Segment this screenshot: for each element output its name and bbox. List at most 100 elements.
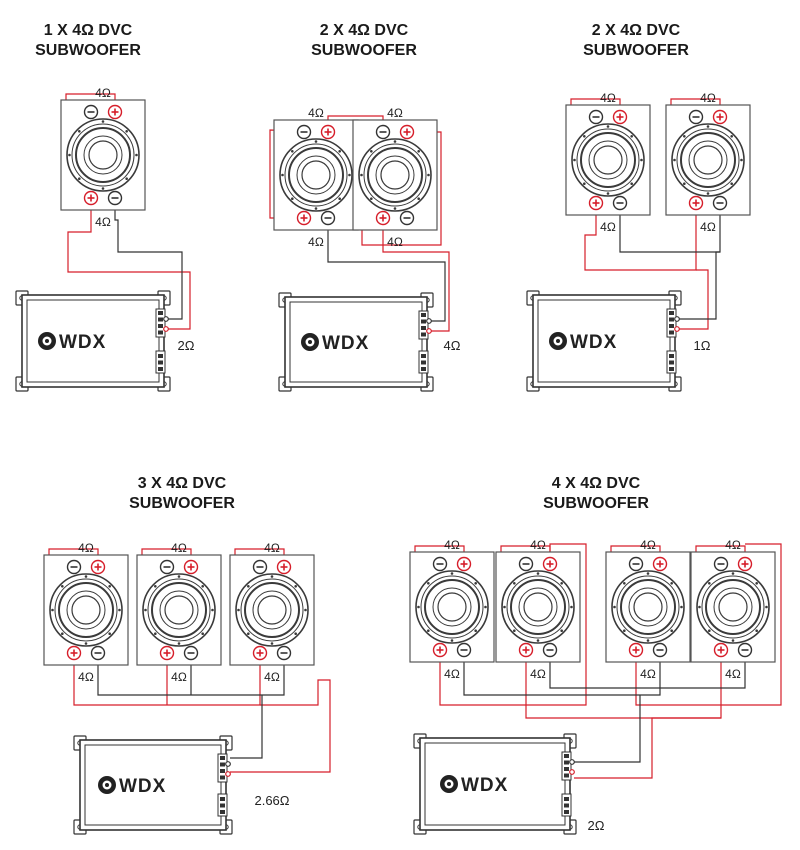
wdx-logo-icon <box>301 333 319 351</box>
load-impedance: 2Ω <box>178 338 195 353</box>
coil-impedance-top: 4Ω <box>640 538 656 552</box>
plus-terminal-icon <box>712 109 728 125</box>
minus-terminal-icon <box>252 559 268 575</box>
plus-terminal-icon <box>375 210 391 226</box>
negative-wire <box>114 205 183 320</box>
coil-impedance-bottom: 4Ω <box>78 670 94 684</box>
subwoofer-speaker <box>358 138 432 212</box>
minus-terminal-icon <box>688 109 704 125</box>
minus-terminal-icon <box>276 645 292 661</box>
plus-terminal-icon <box>399 124 415 140</box>
minus-terminal-icon <box>183 645 199 661</box>
plus-terminal-icon <box>183 559 199 575</box>
load-impedance: 4Ω <box>444 338 461 353</box>
panel-subtitle: SUBWOOFER <box>583 42 689 59</box>
minus-terminal-icon <box>399 210 415 226</box>
plus-terminal-icon <box>628 642 644 658</box>
panel-title-line1: 1 X 4Ω DVC <box>44 22 133 39</box>
coil-impedance-top: 4Ω <box>387 106 403 120</box>
series-link <box>439 543 587 706</box>
minus-terminal-icon <box>628 556 644 572</box>
plus-terminal-icon <box>320 124 336 140</box>
coil-impedance-top: 4Ω <box>171 541 187 555</box>
minus-terminal-icon <box>107 190 123 206</box>
subwoofer-speaker <box>501 570 575 644</box>
coil-impedance-top: 4Ω <box>264 541 280 555</box>
plus-terminal-icon <box>90 559 106 575</box>
parallel-negative <box>619 210 721 253</box>
panel-title-line1: 4 X 4Ω DVC <box>552 475 641 492</box>
amplifier-brand: WDX <box>59 332 106 353</box>
minus-terminal-icon <box>83 104 99 120</box>
coil-impedance-bottom: 4Ω <box>725 667 741 681</box>
coil-impedance-top: 4Ω <box>308 106 324 120</box>
minus-terminal-icon <box>542 642 558 658</box>
negative-wire <box>574 695 641 763</box>
wdx-logo-icon <box>98 776 116 794</box>
plus-terminal-icon <box>159 645 175 661</box>
coil-impedance-bottom: 4Ω <box>171 670 187 684</box>
wdx-logo-icon <box>440 775 458 793</box>
coil-impedance-top: 4Ω <box>600 91 616 105</box>
panel-title-line1: 3 X 4Ω DVC <box>138 475 227 492</box>
positive-wire <box>67 205 191 330</box>
positive-wire <box>230 679 331 773</box>
plus-terminal-icon <box>652 556 668 572</box>
amplifier <box>278 292 434 392</box>
positive-wire <box>574 717 721 779</box>
coil-impedance-bottom: 4Ω <box>264 670 280 684</box>
coil-impedance-bottom: 4Ω <box>640 667 656 681</box>
negative-wire <box>327 225 446 322</box>
plus-terminal-icon <box>737 556 753 572</box>
plus-terminal-icon <box>83 190 99 206</box>
minus-terminal-icon <box>518 556 534 572</box>
minus-terminal-icon <box>375 124 391 140</box>
wdx-logo-icon <box>38 332 56 350</box>
coil-impedance-bottom: 4Ω <box>308 235 324 249</box>
subwoofer-speaker <box>235 573 309 647</box>
amplifier <box>526 290 682 392</box>
negative-wire <box>230 695 263 759</box>
load-impedance: 1Ω <box>694 338 711 353</box>
coil-impedance-bottom: 4Ω <box>700 220 716 234</box>
plus-terminal-icon <box>296 210 312 226</box>
amplifier-brand: WDX <box>461 775 508 796</box>
minus-terminal-icon <box>456 642 472 658</box>
panel-title-line1: 2 X 4Ω DVC <box>320 22 409 39</box>
minus-terminal-icon <box>66 559 82 575</box>
minus-terminal-icon <box>432 556 448 572</box>
amplifier <box>73 735 233 835</box>
plus-terminal-icon <box>252 645 268 661</box>
coil-impedance-bottom: 4Ω <box>600 220 616 234</box>
minus-terminal-icon <box>652 642 668 658</box>
plus-terminal-icon <box>432 642 448 658</box>
minus-terminal-icon <box>159 559 175 575</box>
plus-terminal-icon <box>66 645 82 661</box>
minus-terminal-icon <box>296 124 312 140</box>
plus-terminal-icon <box>588 195 604 211</box>
minus-terminal-icon <box>713 556 729 572</box>
series-link <box>635 543 782 706</box>
coil-impedance-top: 4Ω <box>78 541 94 555</box>
coil-impedance-top: 4Ω <box>95 86 111 100</box>
plus-terminal-icon <box>518 642 534 658</box>
minus-terminal-icon <box>588 109 604 125</box>
series-link <box>549 657 746 689</box>
subwoofer-speaker <box>49 573 123 647</box>
minus-terminal-icon <box>90 645 106 661</box>
coil-impedance-bottom: 4Ω <box>530 667 546 681</box>
positive-wire <box>382 225 450 332</box>
subwoofer-speaker <box>696 570 770 644</box>
minus-terminal-icon <box>737 642 753 658</box>
plus-terminal-icon <box>107 104 123 120</box>
negative-wire <box>679 251 720 320</box>
parallel-positive <box>584 210 697 271</box>
coil-impedance-bottom: 4Ω <box>387 235 403 249</box>
plus-terminal-icon <box>542 556 558 572</box>
coil-impedance-top: 4Ω <box>700 91 716 105</box>
load-impedance: 2Ω <box>588 818 605 833</box>
components <box>15 99 776 835</box>
amplifier <box>413 733 577 835</box>
subwoofer-speaker <box>571 123 645 197</box>
subwoofer-speaker <box>415 570 489 644</box>
